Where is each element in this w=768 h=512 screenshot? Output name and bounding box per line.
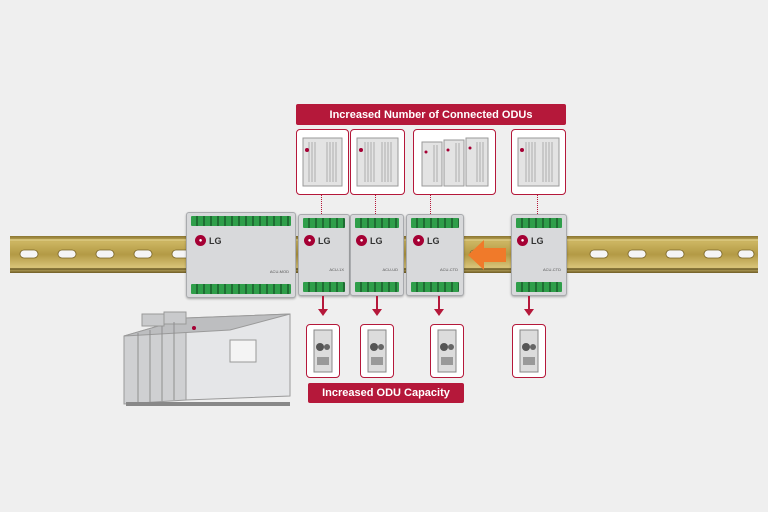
capacity-frame-2 [360, 324, 394, 378]
arrow-head-2 [372, 309, 382, 316]
outdoor-unit-icon [421, 137, 489, 187]
odu-frame-1 [296, 129, 349, 195]
insert-arrow-icon [468, 240, 506, 270]
controller-module-mod: ● LG ACU-MOD [186, 212, 296, 298]
connected-odus-label: Increased Number of Connected ODUs [296, 104, 566, 125]
lg-logo-icon: ● [304, 235, 315, 246]
terminal-row-top [303, 218, 345, 228]
terminal-row-top [516, 218, 562, 228]
controller-module-ud: ● LG ACU-UD [350, 214, 404, 296]
odu-capacity-label: Increased ODU Capacity [308, 383, 464, 403]
terminal-row-bottom [191, 284, 291, 294]
odu-frame-3 [413, 129, 496, 195]
terminal-row-top [191, 216, 291, 226]
terminal-row-top [355, 218, 399, 228]
terminal-row-bottom [303, 282, 345, 292]
lg-logo: ● LG [517, 235, 544, 246]
terminal-row-bottom [411, 282, 459, 292]
arrow-down-2 [376, 296, 378, 310]
outdoor-unit-icon [302, 137, 343, 187]
air-handling-unit-icon [120, 300, 292, 410]
connector-1 [321, 194, 322, 214]
capacity-frame-3 [430, 324, 464, 378]
controller-module-ctd: ● LG ACU-CTD [406, 214, 464, 296]
capacity-frame-1 [306, 324, 340, 378]
lg-logo-icon: ● [517, 235, 528, 246]
lg-logo: ● LG [304, 235, 331, 246]
compressor-unit-icon [313, 329, 333, 373]
connector-2 [375, 194, 376, 214]
lg-logo-icon: ● [413, 235, 424, 246]
compressor-unit-icon [437, 329, 457, 373]
odu-frame-4 [511, 129, 566, 195]
controller-module-1x: ● LG ACU-1X [298, 214, 350, 296]
lg-logo-icon: ● [195, 235, 206, 246]
terminal-row-bottom [516, 282, 562, 292]
terminal-row-top [411, 218, 459, 228]
controller-module-ctd-new: ● LG ACU-CTD [511, 214, 567, 296]
connector-4 [537, 194, 538, 214]
lg-logo: ● LG [413, 235, 440, 246]
capacity-frame-4 [512, 324, 546, 378]
lg-logo: ● LG [356, 235, 383, 246]
outdoor-unit-icon [517, 137, 560, 187]
arrow-down-4 [528, 296, 530, 310]
arrow-down-1 [322, 296, 324, 310]
lg-logo-icon: ● [356, 235, 367, 246]
arrow-down-3 [438, 296, 440, 310]
outdoor-unit-icon [356, 137, 399, 187]
arrow-head-1 [318, 309, 328, 316]
odu-frame-2 [350, 129, 405, 195]
compressor-unit-icon [367, 329, 387, 373]
lg-logo: ● LG [195, 235, 222, 246]
arrow-head-3 [434, 309, 444, 316]
arrow-head-4 [524, 309, 534, 316]
connector-3 [430, 194, 431, 214]
terminal-row-bottom [355, 282, 399, 292]
compressor-unit-icon [519, 329, 539, 373]
